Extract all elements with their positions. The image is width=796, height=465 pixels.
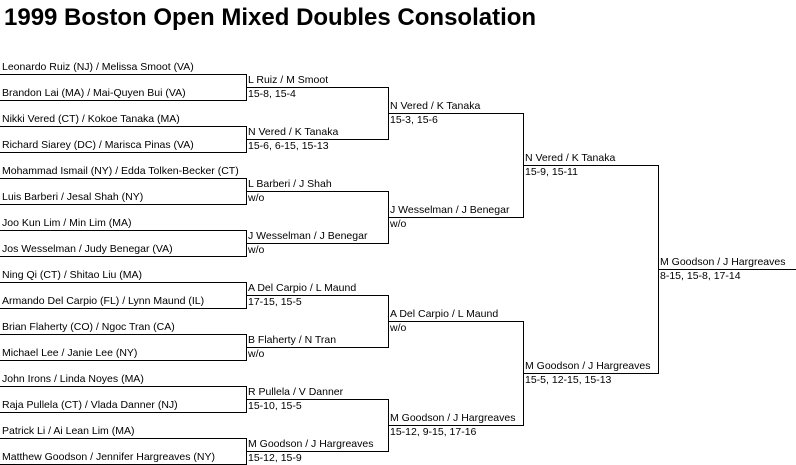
bracket-line <box>388 321 523 322</box>
bracket-line <box>0 438 246 439</box>
match-score: w/o <box>248 244 265 256</box>
team-name: N Vered / K Tanaka <box>248 126 339 138</box>
bracket-line <box>0 100 246 101</box>
bracket-line <box>0 334 246 335</box>
team-name: N Vered / K Tanaka <box>390 100 481 112</box>
team-name: Ning Qi (CT) / Shitao Liu (MA) <box>2 269 143 281</box>
team-name: B Flaherty / N Tran <box>248 334 337 346</box>
match-score: 15-9, 15-11 <box>525 166 578 178</box>
bracket-line <box>523 373 658 374</box>
bracket-line <box>246 139 388 140</box>
bracket-line <box>0 126 246 127</box>
team-name: J Wesselman / J Benegar <box>248 230 368 242</box>
match-score: 15-5, 12-15, 15-13 <box>525 374 612 386</box>
match-score: w/o <box>248 192 265 204</box>
match-score: w/o <box>390 218 407 230</box>
bracket-line <box>0 178 246 179</box>
team-name: J Wesselman / J Benegar <box>390 204 510 216</box>
bracket-line <box>0 282 246 283</box>
bracket-line <box>0 74 246 75</box>
match-score: 8-15, 15-8, 17-14 <box>660 270 741 282</box>
match-score: 15-10, 15-5 <box>248 400 302 412</box>
team-name: Jos Wesselman / Judy Benegar (VA) <box>2 243 173 255</box>
bracket-line <box>0 204 246 205</box>
bracket-line <box>0 152 246 153</box>
team-name: L Ruiz / M Smoot <box>248 74 329 86</box>
bracket-line <box>388 425 523 426</box>
bracket-line <box>0 256 246 257</box>
match-score: 17-15, 15-5 <box>248 296 302 308</box>
team-name: Armando Del Carpio (FL) / Lynn Maund (IL… <box>2 295 205 307</box>
bracket-line <box>0 308 246 309</box>
team-name: M Goodson / J Hargreaves <box>525 360 651 372</box>
bracket-line <box>658 269 796 270</box>
bracket-line <box>246 243 388 244</box>
bracket-line <box>523 165 658 166</box>
team-name: A Del Carpio / L Maund <box>248 282 357 294</box>
bracket-line <box>0 230 246 231</box>
team-name: M Goodson / J Hargreaves <box>248 438 374 450</box>
match-score: 15-12, 15-9 <box>248 452 302 464</box>
match-score: 15-8, 15-4 <box>248 88 296 100</box>
bracket-line <box>246 451 388 452</box>
team-name: Joo Kun Lim / Min Lim (MA) <box>2 217 132 229</box>
team-name: N Vered / K Tanaka <box>525 152 616 164</box>
team-name: Richard Siarey (DC) / Marisca Pinas (VA) <box>2 139 194 151</box>
team-name: Leonardo Ruiz (NJ) / Melissa Smoot (VA) <box>2 61 194 73</box>
team-name: Matthew Goodson / Jennifer Hargreaves (N… <box>2 451 216 463</box>
team-name: Mohammad Ismail (NY) / Edda Tolken-Becke… <box>2 165 239 177</box>
bracket-line <box>246 295 388 296</box>
match-score: 15-3, 15-6 <box>390 114 438 126</box>
team-name: R Pullela / V Danner <box>248 386 344 398</box>
bracket-line <box>246 399 388 400</box>
match-score: w/o <box>390 322 407 334</box>
bracket-line <box>388 113 523 114</box>
team-name: Brandon Lai (MA) / Mai-Quyen Bui (VA) <box>2 87 186 99</box>
team-name: Michael Lee / Janie Lee (NY) <box>2 347 138 359</box>
team-name: A Del Carpio / L Maund <box>390 308 499 320</box>
bracket-line <box>246 87 388 88</box>
bracket-line <box>246 347 388 348</box>
team-name: John Irons / Linda Noyes (MA) <box>2 373 144 385</box>
team-name: M Goodson / J Hargreaves <box>390 412 516 424</box>
team-name: Raja Pullela (CT) / Vlada Danner (NJ) <box>2 399 178 411</box>
match-score: 15-6, 6-15, 15-13 <box>248 140 329 152</box>
bracket-line <box>388 217 523 218</box>
bracket-line <box>246 191 388 192</box>
match-score: 15-12, 9-15, 17-16 <box>390 426 477 438</box>
page-title: 1999 Boston Open Mixed Doubles Consolati… <box>4 4 537 31</box>
team-name: Brian Flaherty (CO) / Ngoc Tran (CA) <box>2 321 175 333</box>
bracket-line <box>0 386 246 387</box>
team-name: Patrick Li / Ai Lean Lim (MA) <box>2 425 135 437</box>
team-name: M Goodson / J Hargreaves <box>660 256 786 268</box>
team-name: Nikki Vered (CT) / Kokoe Tanaka (MA) <box>2 113 180 125</box>
team-name: Luis Barberi / Jesal Shah (NY) <box>2 191 144 203</box>
bracket-line <box>0 412 246 413</box>
match-score: w/o <box>248 348 265 360</box>
team-name: L Barberi / J Shah <box>248 178 332 190</box>
bracket-line <box>0 360 246 361</box>
